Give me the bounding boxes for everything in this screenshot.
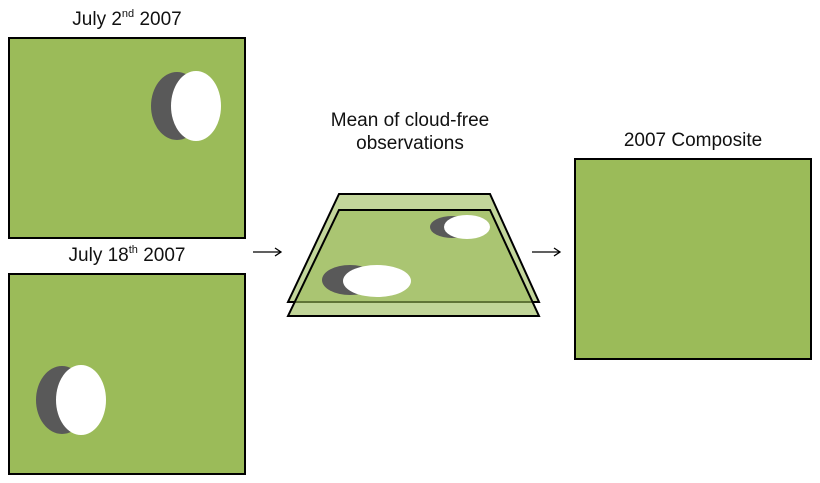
panel-a-image — [8, 37, 246, 239]
cloud-group-layer-top — [430, 215, 490, 239]
panel-b-title: July 18th 2007 — [68, 244, 186, 266]
composite-title: 2007 Composite — [623, 130, 763, 151]
panel-a-title: July 2nd 2007 — [72, 8, 182, 30]
arrow-right-icon — [253, 247, 283, 257]
cloud-group-layer-bottom — [322, 265, 411, 297]
cloud-group-panel-b — [36, 365, 106, 435]
cloud — [171, 71, 221, 141]
mean-title-line-2: observations — [356, 132, 464, 154]
cloud-group-panel-a — [151, 71, 221, 141]
mean-title-line-1: Mean of cloud-free — [330, 110, 490, 131]
composite-image — [574, 158, 812, 360]
mean-observations-title: Mean of cloud-free observations — [290, 110, 530, 156]
arrow-right-icon — [532, 247, 562, 257]
cloud — [343, 265, 411, 297]
cloud — [444, 215, 490, 239]
panel-b-image — [8, 273, 246, 475]
cloud — [56, 365, 106, 435]
